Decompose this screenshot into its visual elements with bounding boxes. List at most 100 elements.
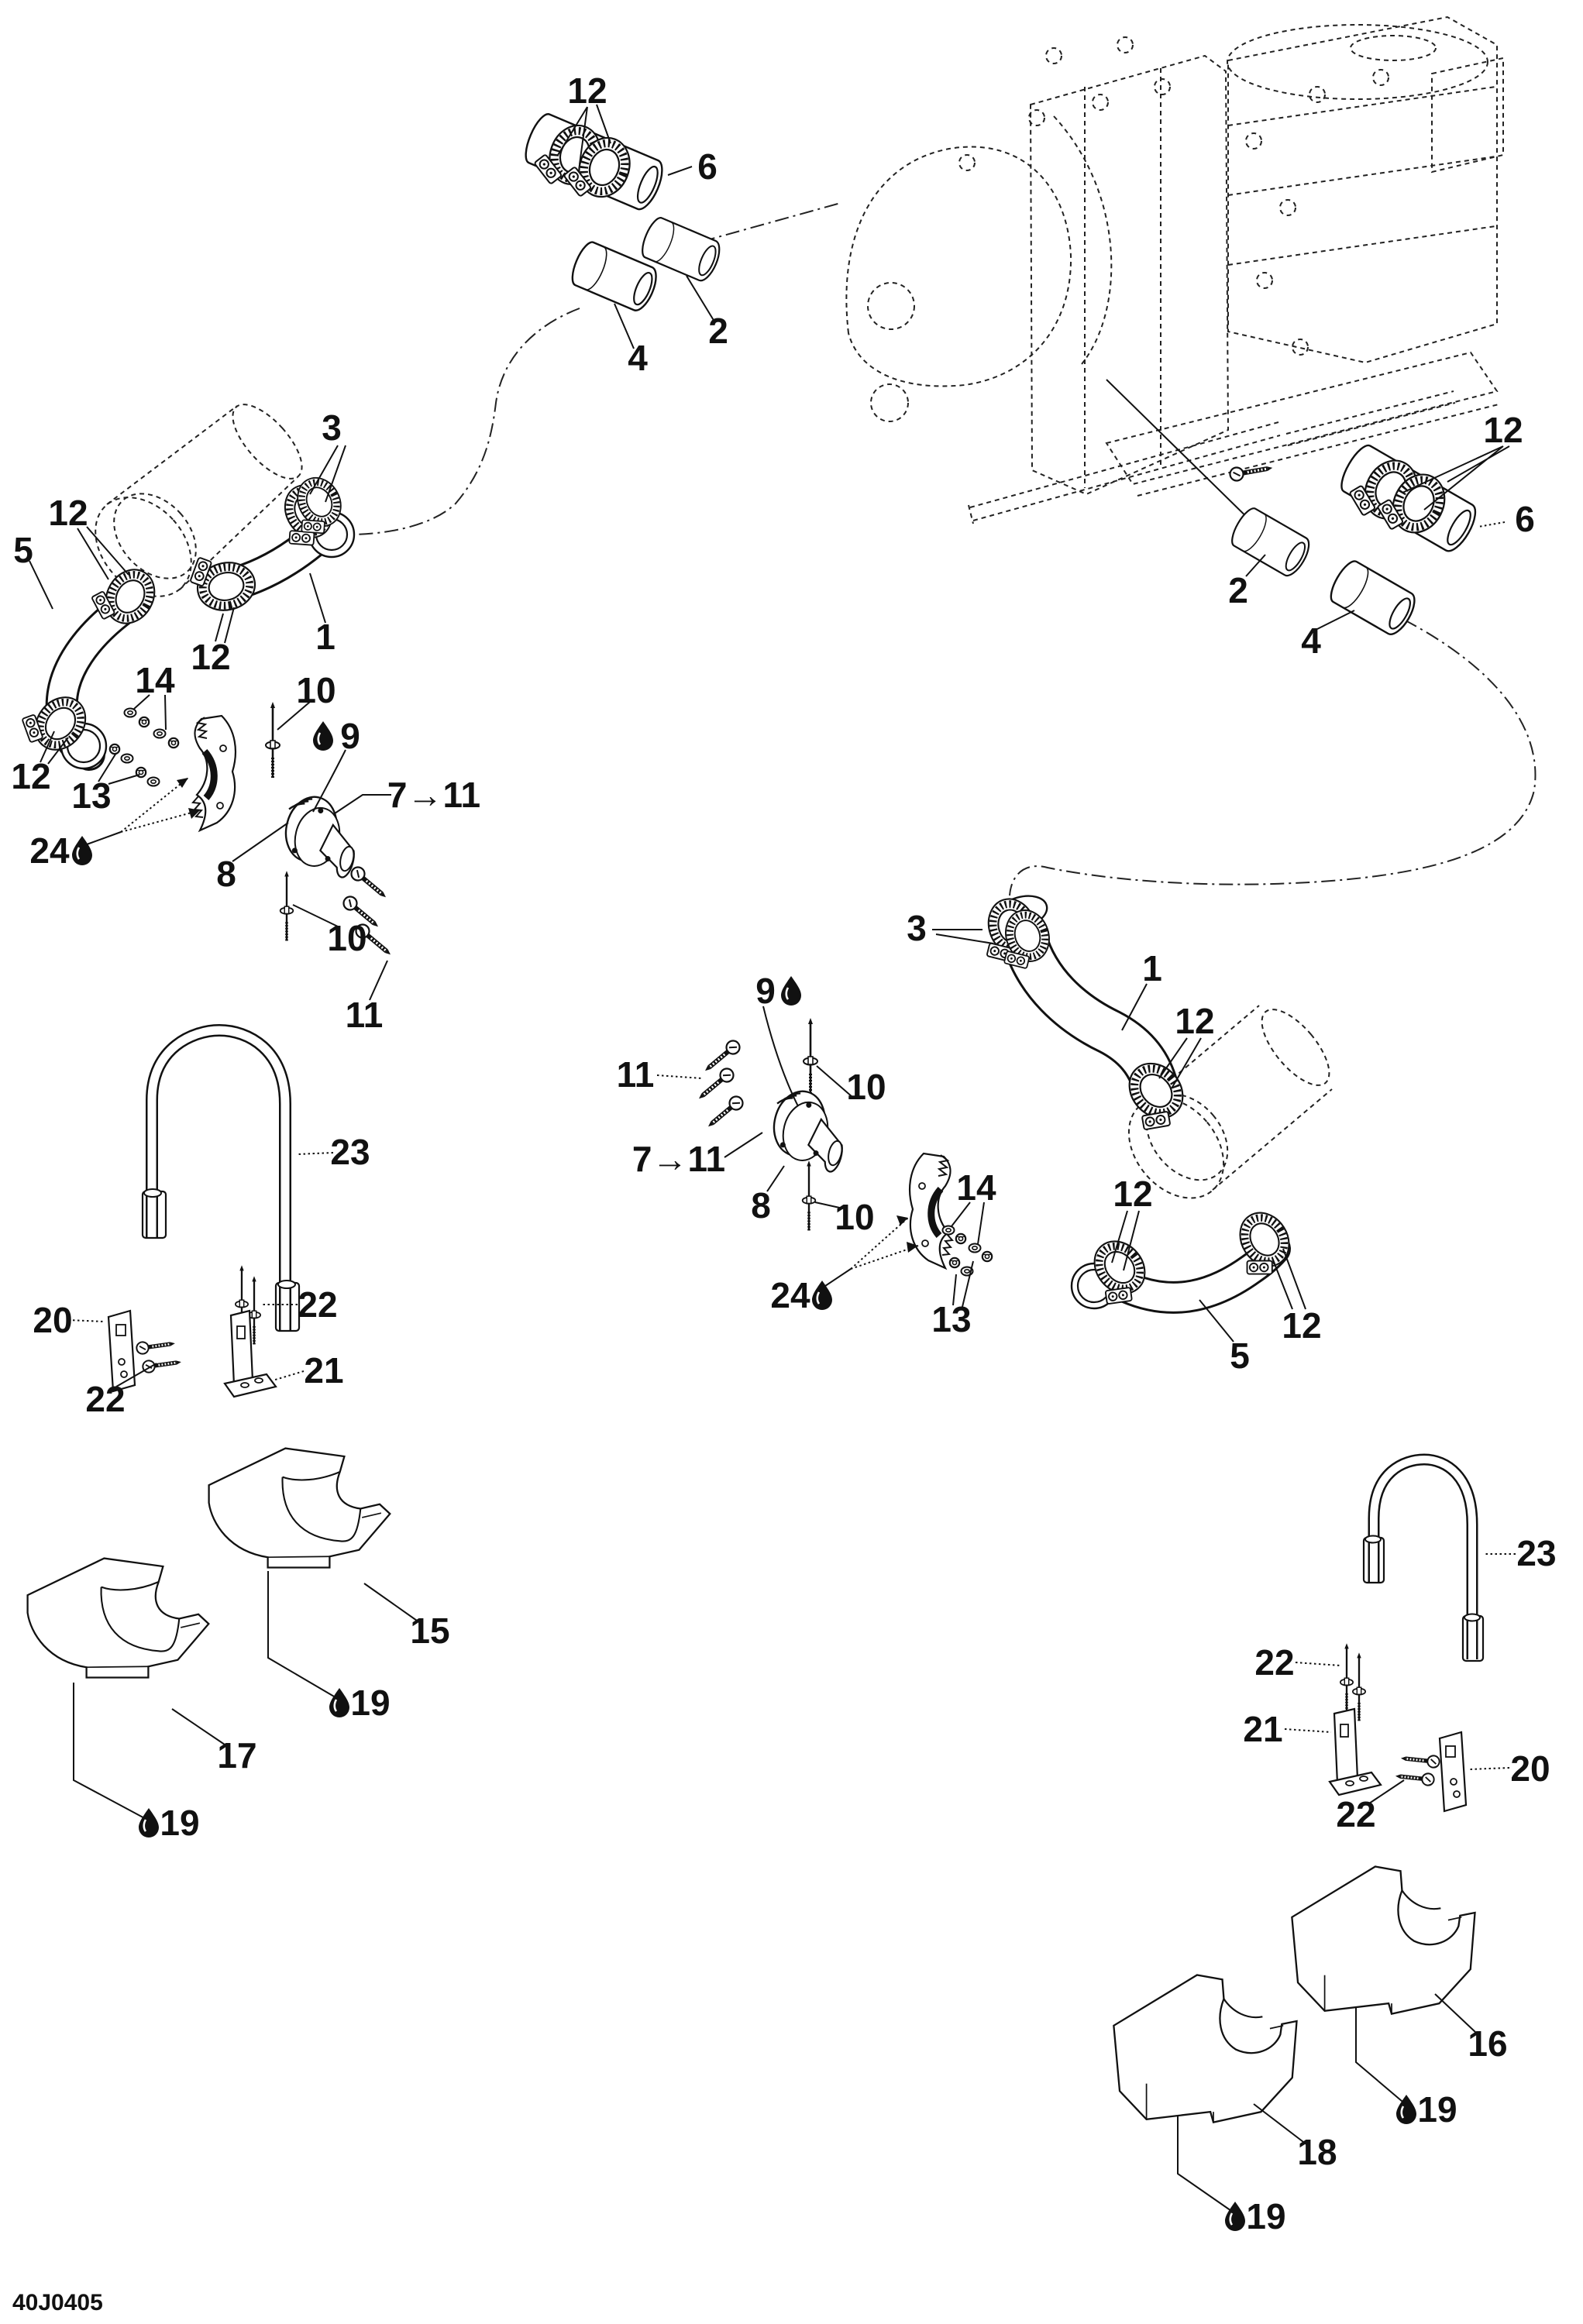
engine-bolt-heads [958, 36, 1389, 356]
callout-r-22b: 22 [1336, 1794, 1375, 1834]
fitting-8-left [275, 790, 367, 880]
callout-l-22b: 22 [85, 1379, 125, 1419]
shield-center [910, 1153, 952, 1268]
callout-c-13: 13 [931, 1299, 971, 1339]
callout-s-19b: 19 [160, 1803, 199, 1843]
loctite-drop-icon-c-9 [779, 975, 803, 1007]
callout-lm-14: 14 [135, 660, 175, 700]
callout-lm-3: 3 [322, 407, 342, 448]
support-16 [1291, 1865, 1476, 2015]
loctite-drop-icon-lm-24 [71, 834, 94, 867]
callout-rm-12a: 12 [1175, 1001, 1214, 1041]
engine-outline [845, 15, 1504, 524]
shield-left [193, 716, 236, 830]
screw-22-left-b [142, 1356, 182, 1373]
left-axis-to-engine [700, 202, 841, 242]
callout-tl-4: 4 [628, 338, 648, 378]
callout-rm-5: 5 [1230, 1336, 1250, 1376]
callout-lm-12c: 12 [11, 756, 50, 796]
strap-23-right [1362, 1453, 1485, 1662]
bracket-20-right [1395, 1731, 1468, 1813]
callout-lm-12a: 12 [48, 493, 88, 533]
callout-l-20: 20 [33, 1300, 72, 1340]
bracket-21-right [1328, 1642, 1382, 1796]
callout-c-7-11: 7→11 [632, 1139, 725, 1179]
callout-s-19d: 19 [1246, 2196, 1285, 2236]
loctite-drop-icon-c-24 [810, 1279, 834, 1312]
bracket-20-left [107, 1309, 182, 1393]
callout-lm-10a: 10 [296, 670, 336, 710]
callout-s-15: 15 [410, 1611, 449, 1651]
callout-tl-2: 2 [708, 311, 728, 351]
screw-22-right-a [1400, 1752, 1440, 1768]
loctite-drop-icon-s-19d [1223, 2200, 1247, 2233]
callout-tl-12: 12 [567, 70, 607, 111]
sleeve-4-right [1324, 556, 1422, 640]
strap-23-left [141, 1023, 301, 1332]
callout-s-19a: 19 [350, 1683, 390, 1723]
screw-11-center-b [695, 1066, 736, 1104]
callout-lm-5: 5 [13, 530, 33, 570]
screw-22-right-b [1395, 1770, 1434, 1786]
callout-lm-24: 24 [29, 830, 70, 871]
callout-tr-12: 12 [1483, 410, 1523, 450]
screw-11-center-c [704, 1094, 745, 1132]
hose-5-right [1070, 1204, 1302, 1315]
pin-10-left-bottom [278, 869, 295, 943]
callout-s-17: 17 [217, 1735, 256, 1776]
callout-r-23: 23 [1516, 1533, 1556, 1573]
fitting-8-center [763, 1085, 855, 1174]
sleeve-2-right [1226, 504, 1316, 581]
callout-s-16: 16 [1468, 2023, 1507, 2064]
callout-tr-4: 4 [1301, 621, 1321, 661]
callout-r-21: 21 [1243, 1709, 1282, 1749]
callout-c-11: 11 [617, 1054, 655, 1095]
screw-22-left-a [136, 1338, 176, 1355]
screw-11-left-a [349, 865, 390, 902]
callout-rm-1: 1 [1142, 948, 1162, 988]
callout-lm-7-11: 7→11 [387, 775, 480, 815]
callout-r-20: 20 [1510, 1748, 1550, 1789]
callout-lm-8: 8 [216, 854, 236, 894]
callout-l-23: 23 [330, 1132, 370, 1172]
callout-c-9: 9 [755, 971, 776, 1011]
bracket-21-left [223, 1263, 277, 1398]
connector-6-left [525, 111, 663, 213]
support-17 [26, 1557, 210, 1679]
pin-10-left-top [264, 700, 281, 779]
callout-lm-9: 9 [340, 716, 360, 756]
pin-10-center-bottom [800, 1159, 817, 1232]
clamp-12-elbow-left [185, 547, 259, 617]
right-axis-swoop [1009, 619, 1537, 896]
left-axis-curve [354, 308, 580, 535]
leader-lines [29, 104, 1516, 2213]
pin-10-center-top [802, 1016, 819, 1095]
callout-lm-1: 1 [315, 617, 336, 657]
callout-c-10b: 10 [835, 1197, 874, 1237]
callout-c-10a: 10 [846, 1067, 886, 1107]
callout-c-8: 8 [751, 1185, 771, 1226]
support-15 [208, 1447, 391, 1569]
callout-tl-6: 6 [697, 146, 718, 187]
callout-lm-13: 13 [71, 775, 111, 816]
callout-c-24: 24 [770, 1275, 810, 1315]
callout-l-21: 21 [304, 1350, 343, 1391]
drawing-code: 40J0405 [12, 2290, 103, 2315]
callout-lm-12b: 12 [191, 637, 230, 677]
callout-l-22a: 22 [298, 1284, 337, 1325]
callout-r-22a: 22 [1254, 1642, 1294, 1683]
engine-rail-screw [1229, 461, 1274, 481]
loctite-drop-icon-s-19a [328, 1686, 351, 1719]
assembly-axis-lines [354, 202, 1537, 896]
callout-s-19c: 19 [1417, 2089, 1457, 2130]
connector-6-right [1336, 442, 1477, 552]
callout-c-14: 14 [956, 1167, 996, 1208]
callout-tr-6: 6 [1515, 499, 1535, 539]
callout-lm-10b: 10 [327, 918, 366, 958]
hose-5-left [14, 555, 164, 771]
loctite-drop-icon-s-19b [137, 1807, 160, 1839]
callout-rm-3: 3 [907, 908, 927, 948]
